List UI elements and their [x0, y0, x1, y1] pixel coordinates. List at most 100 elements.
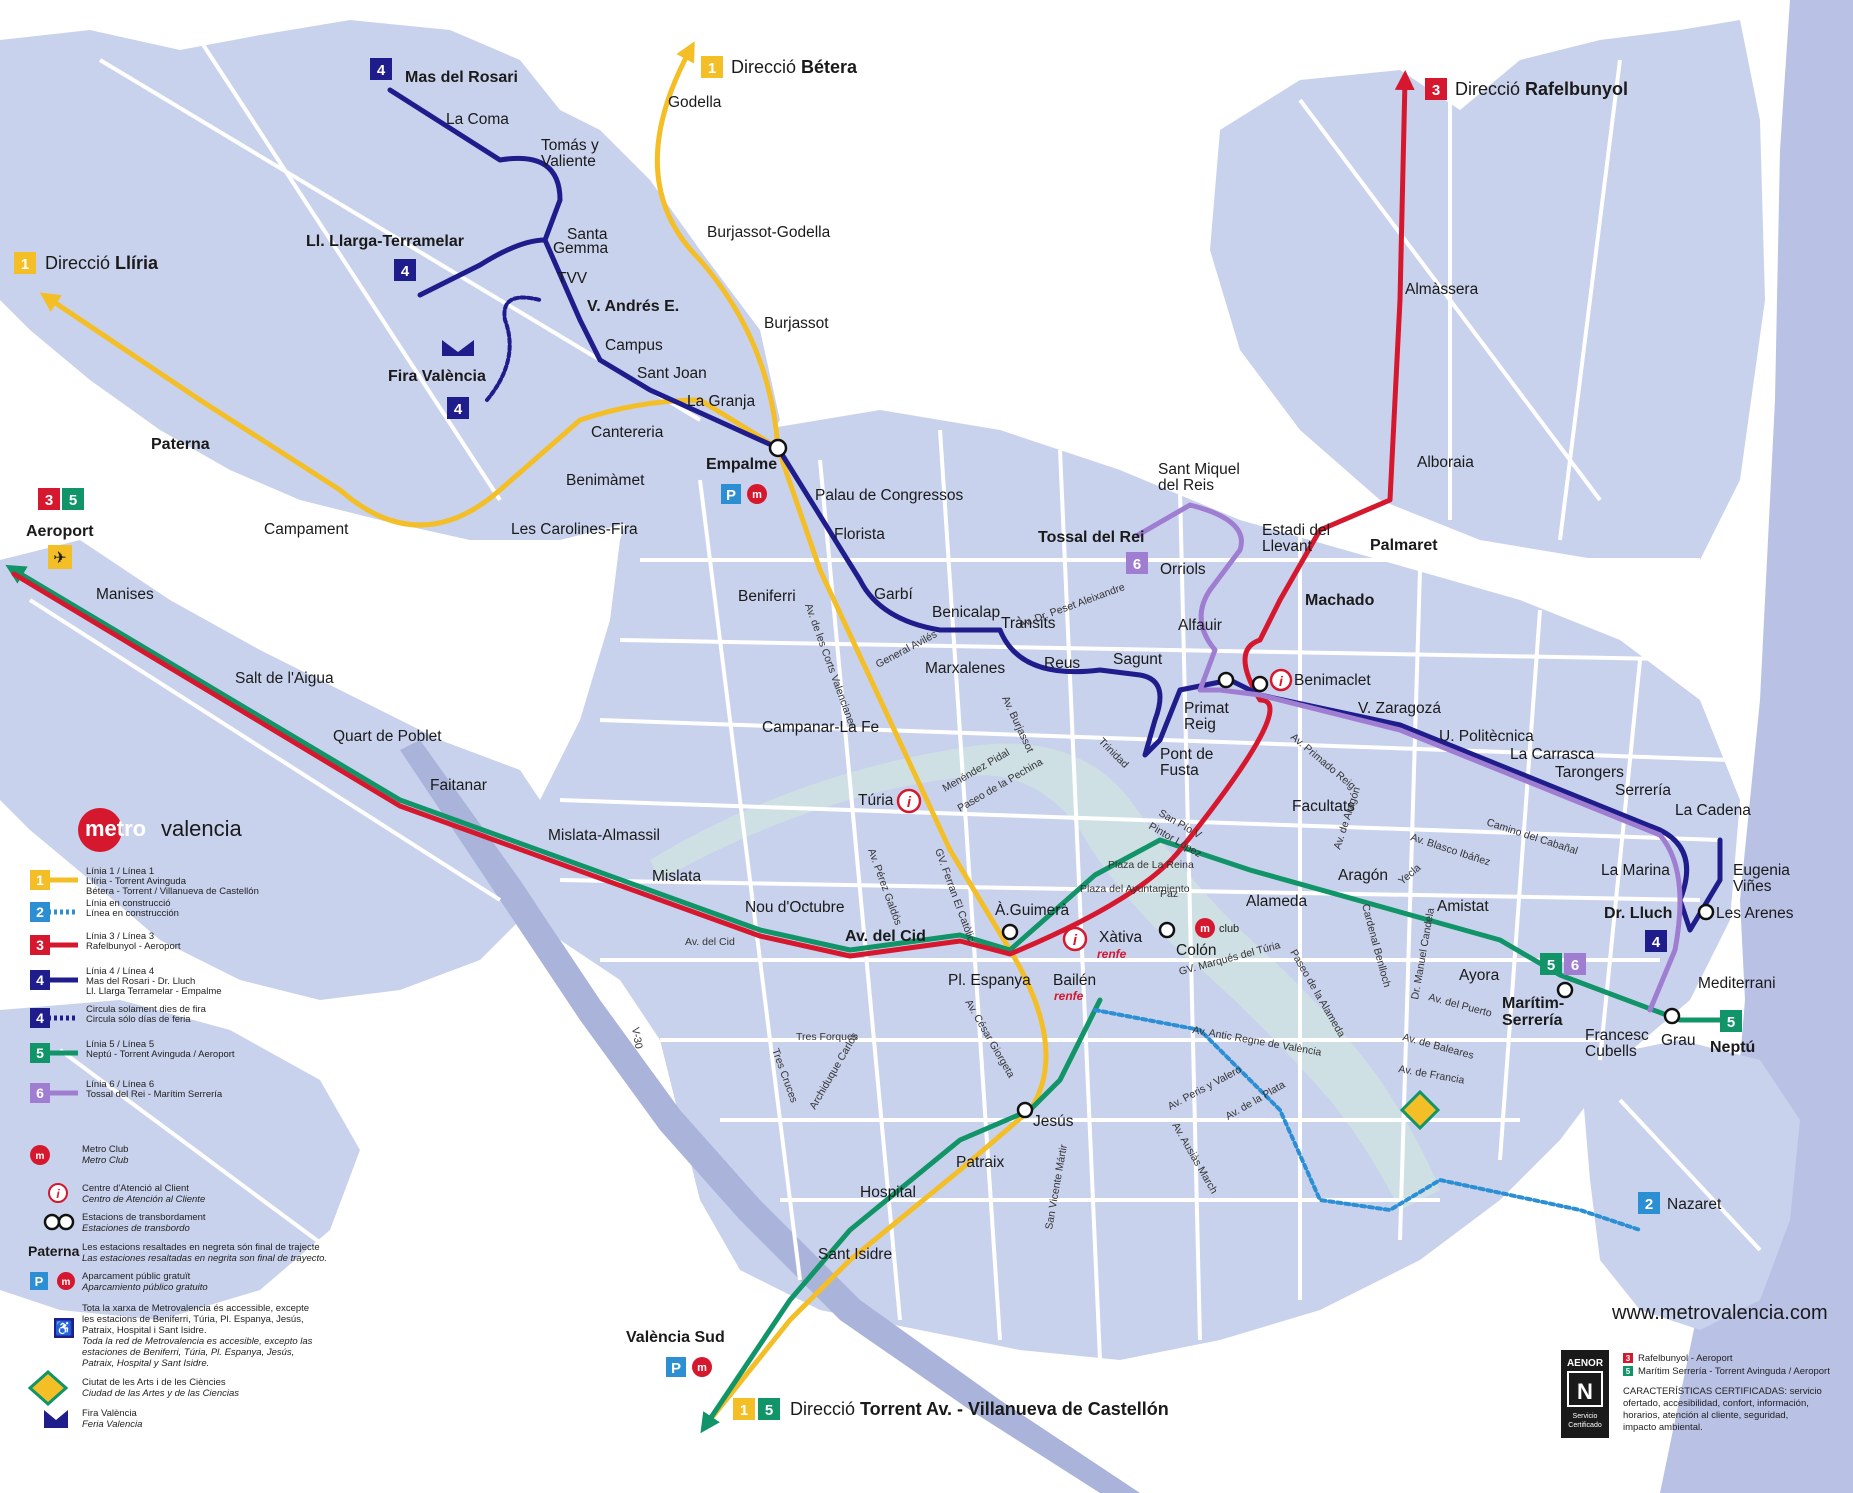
station-alfauir[interactable]: Alfauir [1178, 617, 1222, 634]
transfer-benimaclet[interactable] [1251, 675, 1269, 693]
station-v-andres[interactable]: V. Andrés E. [587, 298, 679, 315]
station-benimamet[interactable]: Benimàmet [566, 472, 645, 489]
station-sagunt[interactable]: Sagunt [1113, 651, 1163, 668]
station-machado[interactable]: Machado [1305, 592, 1375, 609]
station-mediterrani[interactable]: Mediterrani [1698, 975, 1776, 992]
station-fira[interactable]: Fira València [388, 368, 486, 385]
station-alboraia[interactable]: Alboraia [1417, 454, 1474, 471]
station-amistat[interactable]: Amistat [1437, 898, 1489, 915]
station-palau-congressos[interactable]: Palau de Congressos [815, 487, 963, 504]
info-icon[interactable]: i [1269, 668, 1293, 692]
station-serreria[interactable]: Serrería [1615, 782, 1671, 799]
station-palmaret[interactable]: Palmaret [1370, 537, 1438, 554]
transfer-arenes[interactable] [1697, 903, 1715, 921]
transfer-maritim[interactable] [1556, 981, 1574, 999]
station-tossal[interactable]: Tossal del Rei [1038, 529, 1144, 546]
station-jesus[interactable]: Jesús [1033, 1113, 1074, 1130]
station-reus[interactable]: Reus [1044, 655, 1080, 672]
station-sant-isidre[interactable]: Sant Isidre [818, 1246, 892, 1263]
transfer-jesus[interactable] [1016, 1101, 1034, 1119]
station-primat-reig[interactable]: Primat [1184, 700, 1229, 717]
station-av-del-cid[interactable]: Av. del Cid [845, 928, 926, 945]
info-icon[interactable]: i [1062, 926, 1088, 952]
transfer-colon[interactable] [1158, 921, 1176, 939]
station-campament[interactable]: Campament [264, 521, 349, 538]
transfer-aguimera[interactable] [1001, 923, 1019, 941]
station-ll-llarga[interactable]: Ll. Llarga-Terramelar [306, 233, 464, 250]
station-estadi[interactable]: Estadi del [1262, 522, 1330, 539]
transfer-empalme[interactable] [768, 438, 788, 458]
website-url[interactable]: www.metrovalencia.com [1611, 1302, 1828, 1324]
station-aeroport[interactable]: Aeroport [26, 523, 94, 540]
station-maritim[interactable]: Marítim- [1502, 995, 1564, 1012]
station-transits[interactable]: Trànsits [1001, 615, 1056, 632]
station-patraix[interactable]: Patraix [956, 1154, 1004, 1171]
station-mislata-almassil[interactable]: Mislata-Almassil [548, 827, 660, 844]
station-la-marina[interactable]: La Marina [1601, 862, 1670, 879]
station-benimaclet[interactable]: Benimaclet [1294, 672, 1371, 689]
legend-text: Línia 3 / Línea 3 [86, 931, 154, 942]
station-alameda[interactable]: Alameda [1246, 893, 1308, 910]
station-valencia-sud[interactable]: València Sud [626, 1329, 725, 1346]
station-quart[interactable]: Quart de Poblet [333, 728, 442, 745]
station-garbi[interactable]: Garbí [874, 586, 913, 603]
station-nou-octubre[interactable]: Nou d'Octubre [745, 899, 844, 916]
station-santa-gemma[interactable]: Santa [567, 226, 608, 243]
station-paterna[interactable]: Paterna [151, 436, 210, 453]
station-pont-de-fusta[interactable]: Pont de [1160, 746, 1213, 763]
station-cantereria[interactable]: Cantereria [591, 424, 664, 441]
station-eugenia[interactable]: Eugenia [1733, 862, 1790, 879]
station-bailen[interactable]: Bailén [1053, 972, 1096, 989]
station-dr-lluch[interactable]: Dr. Lluch [1604, 905, 1672, 922]
station-hospital[interactable]: Hospital [860, 1184, 916, 1201]
station-tomas-valiente[interactable]: Tomás y [541, 137, 599, 154]
station-facultats[interactable]: Facultats [1292, 798, 1355, 815]
parking-icon: P m [721, 484, 767, 504]
station-tarongers[interactable]: Tarongers [1555, 764, 1624, 781]
station-la-carrasca[interactable]: La Carrasca [1510, 746, 1595, 763]
station-beniferri[interactable]: Beniferri [738, 588, 796, 605]
station-grau[interactable]: Grau [1661, 1032, 1695, 1049]
station-faitanar[interactable]: Faitanar [430, 777, 487, 794]
info-icon[interactable]: i [896, 788, 922, 814]
station-burjassot[interactable]: Burjassot [764, 315, 829, 332]
svg-text:m: m [36, 1151, 45, 1162]
station-mislata[interactable]: Mislata [652, 868, 701, 885]
station-godella[interactable]: Godella [668, 94, 722, 111]
station-turia[interactable]: Túria [858, 792, 894, 809]
station-sant-miquel[interactable]: Sant Miquel [1158, 461, 1240, 478]
legend-text: Ciutat de les Arts i de les Ciències [82, 1377, 226, 1388]
station-campus[interactable]: Campus [605, 337, 663, 354]
transfer-grau[interactable] [1663, 1007, 1681, 1025]
station-sant-joan[interactable]: Sant Joan [637, 365, 707, 382]
station-la-granja[interactable]: La Granja [687, 393, 755, 410]
station-benicalap[interactable]: Benicalap [932, 604, 1000, 621]
station-la-cadena[interactable]: La Cadena [1675, 802, 1751, 819]
station-xativa[interactable]: Xàtiva [1099, 929, 1142, 946]
station-u-politecnica[interactable]: U. Politècnica [1439, 728, 1534, 745]
station-almassera[interactable]: Almàssera [1405, 281, 1479, 298]
station-salt-aigua[interactable]: Salt de l'Aigua [235, 670, 334, 687]
station-tvv[interactable]: TVV [557, 270, 588, 287]
station-colon[interactable]: Colón [1176, 942, 1217, 959]
station-aguimera[interactable]: À.Guimerà [995, 902, 1069, 919]
transfer-primat[interactable] [1217, 671, 1235, 689]
station-les-arenes[interactable]: Les Arenes [1716, 905, 1794, 922]
station-florista[interactable]: Florista [834, 526, 885, 543]
station-manises[interactable]: Manises [96, 586, 154, 603]
station-mas-del-rosari[interactable]: Mas del Rosari [405, 69, 518, 86]
station-marxalenes[interactable]: Marxalenes [925, 660, 1005, 677]
station-nazaret[interactable]: Nazaret [1667, 1196, 1722, 1213]
station-v-zaragoza[interactable]: V. Zaragozá [1358, 700, 1441, 717]
station-burjassot-godella[interactable]: Burjassot-Godella [707, 224, 831, 241]
station-francesc-cubells[interactable]: Francesc [1585, 1027, 1649, 1044]
station-neptu[interactable]: Neptú [1710, 1039, 1755, 1056]
station-campanar[interactable]: Campanar-La Fe [762, 719, 879, 736]
station-la-coma[interactable]: La Coma [446, 111, 509, 128]
station-empalme[interactable]: Empalme [706, 456, 777, 473]
station-orriols[interactable]: Orriols [1160, 561, 1206, 578]
station-ayora[interactable]: Ayora [1459, 967, 1500, 984]
station-pl-espanya[interactable]: Pl. Espanya [948, 972, 1031, 989]
station-les-carolines[interactable]: Les Carolines-Fira [511, 521, 638, 538]
station-aragon[interactable]: Aragón [1338, 867, 1388, 884]
